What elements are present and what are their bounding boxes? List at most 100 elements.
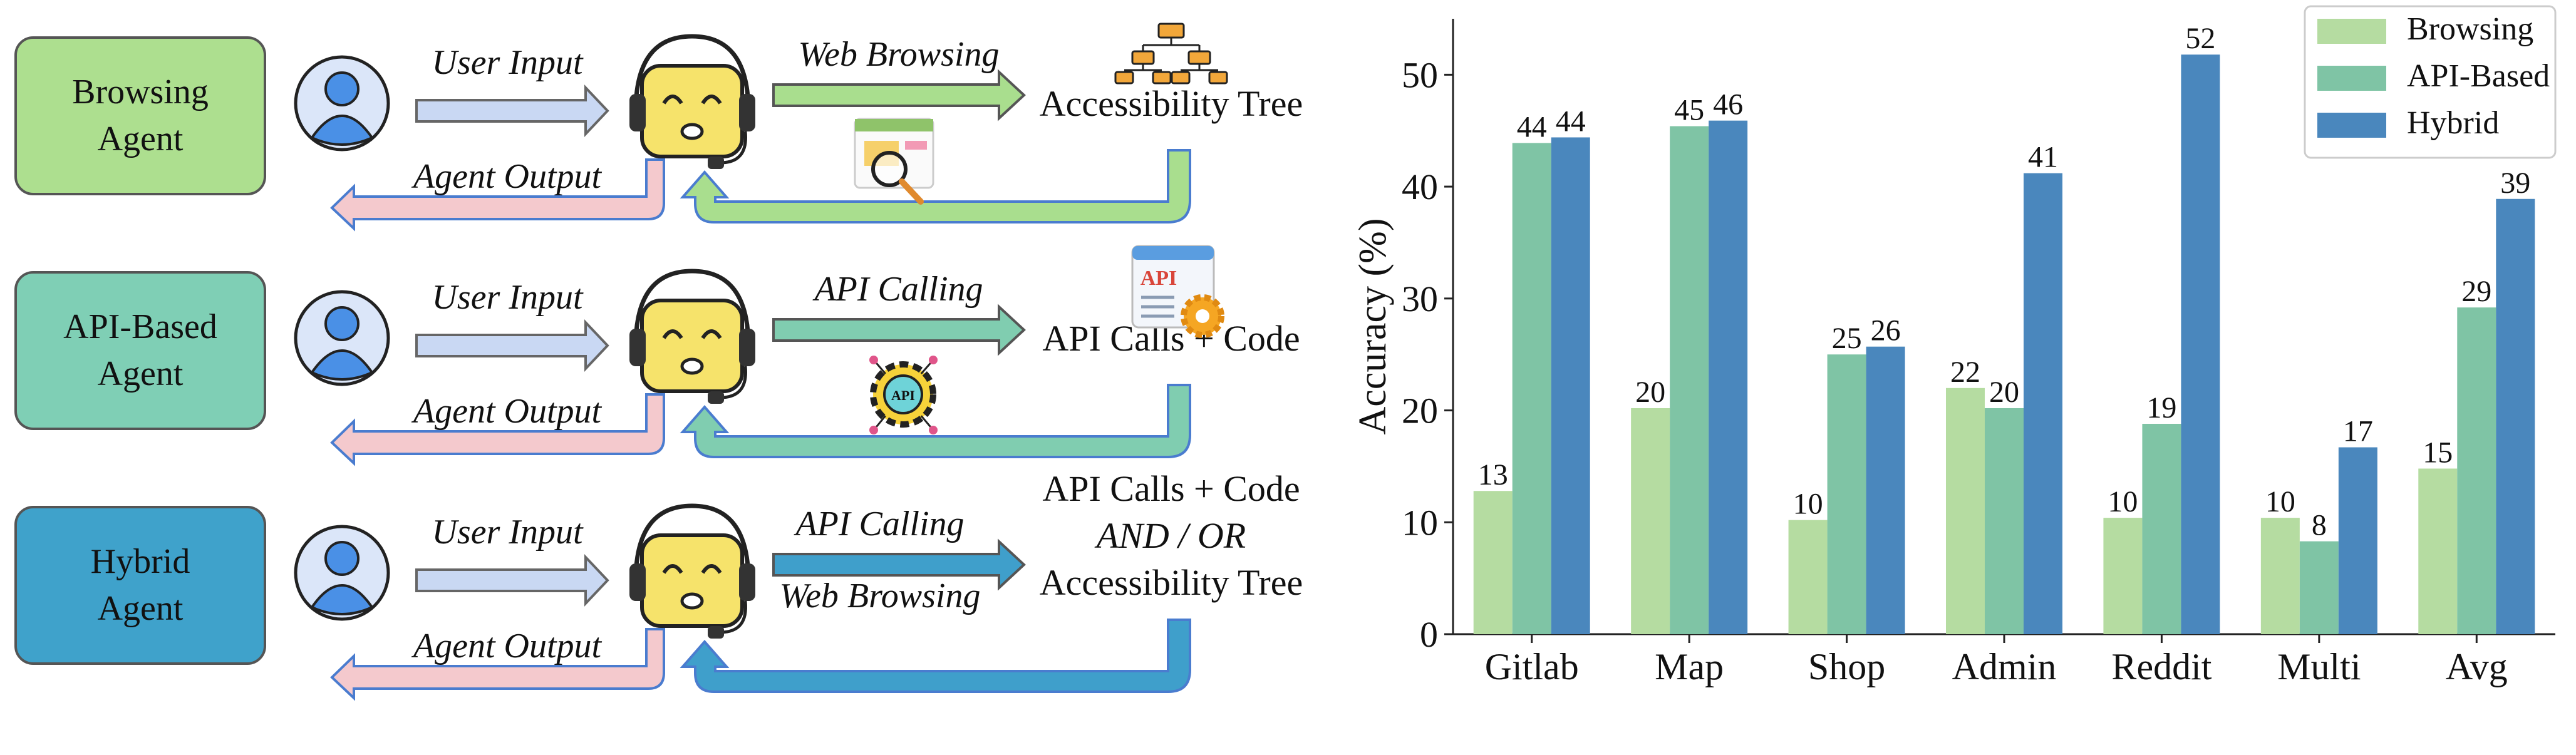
bar-value-label: 44 <box>1517 110 1547 143</box>
bar-value-label: 41 <box>2028 141 2058 174</box>
bar-browsing-avg <box>2418 468 2458 634</box>
tool-result-label: API Calls + Code <box>1042 468 1300 509</box>
user-icon-body <box>310 349 374 381</box>
robot-headset-icon <box>629 269 755 404</box>
y-tick-label: 0 <box>1420 614 1438 655</box>
legend-label: Browsing <box>2407 11 2533 47</box>
api-doc-header <box>1132 246 1214 260</box>
user-input-arrow <box>415 553 609 607</box>
user-input-label: User Input <box>432 43 584 82</box>
bar-value-label: 20 <box>1989 376 2019 409</box>
tool-call-label: Web Browsing <box>799 35 1000 74</box>
user-icon-body <box>310 584 374 615</box>
robot-headset-icon <box>629 503 755 639</box>
bar-value-label: 45 <box>1674 94 1704 127</box>
agent-type-label: Agent <box>98 354 184 393</box>
robot-head <box>640 64 744 158</box>
legend-swatch <box>2317 66 2386 91</box>
robot-eye-left <box>662 329 683 339</box>
bar-value-label: 10 <box>2108 485 2138 518</box>
robot-earphone-left <box>629 329 646 366</box>
bar-value-label: 20 <box>1635 376 1665 409</box>
api-gear-mark: API <box>891 388 915 403</box>
web-page-block <box>905 141 927 150</box>
gear-hole <box>1196 309 1209 323</box>
robot-head <box>640 533 744 628</box>
agent-output-label: Agent Output <box>411 627 603 665</box>
robot-earphone-right <box>739 563 755 601</box>
bar-api-based-multi <box>2299 541 2339 634</box>
bar-hybrid-map <box>1709 120 1748 634</box>
bar-value-label: 10 <box>1793 488 1823 521</box>
tree-node <box>1171 71 1191 85</box>
bar-browsing-gitlab <box>1473 491 1513 634</box>
robot-mic <box>708 391 724 404</box>
tool-call-label: Web Browsing <box>780 577 981 615</box>
user-input-label: User Input <box>432 513 584 552</box>
bar-api-based-shop <box>1827 354 1866 634</box>
robot-earphone-left <box>629 94 646 131</box>
robot-mic-wire <box>720 600 747 634</box>
agent-type-label: Browsing <box>72 73 209 111</box>
tool-call-label: API Calling <box>812 270 983 309</box>
bar-value-label: 26 <box>1871 314 1901 347</box>
bar-api-based-reddit <box>2142 423 2181 634</box>
bar-value-label: 29 <box>2461 275 2491 308</box>
robot-eye-right <box>701 329 722 339</box>
bar-value-label: 52 <box>2185 22 2215 55</box>
tool-result-label: Accessibility Tree <box>1040 562 1303 603</box>
bar-browsing-admin <box>1946 388 1985 634</box>
api-gear-icon: API <box>869 356 938 434</box>
bar-api-based-gitlab <box>1512 143 1551 634</box>
agent-type-box <box>14 506 266 665</box>
x-tick-label: Multi <box>2277 646 2361 687</box>
bar-value-label: 39 <box>2500 167 2530 200</box>
user-avatar-icon <box>294 55 390 152</box>
bar-value-label: 22 <box>1950 356 1980 389</box>
tree-branch <box>1124 64 1218 71</box>
bar-api-based-map <box>1670 126 1709 634</box>
robot-mouth <box>680 592 704 610</box>
legend-label: API-Based <box>2407 58 2550 94</box>
circuit-node <box>869 356 878 364</box>
robot-headband <box>633 503 751 582</box>
tree-branch <box>1142 38 1201 51</box>
bar-hybrid-reddit <box>2181 54 2220 634</box>
agent-output-arrow <box>330 628 665 701</box>
robot-mic-wire <box>720 366 747 399</box>
y-tick-label: 20 <box>1402 391 1438 431</box>
robot-earphone-right <box>739 94 755 131</box>
agent-type-label: Agent <box>98 589 184 628</box>
magnifier-handle <box>899 178 924 205</box>
robot-head <box>640 299 744 393</box>
bar-hybrid-multi <box>2338 447 2377 634</box>
agent-type-box <box>14 36 266 195</box>
api-doc-mark: API <box>1141 267 1177 290</box>
x-tick-label: Gitlab <box>1485 646 1579 687</box>
agent-output-arrow <box>330 158 665 232</box>
user-avatar-icon <box>294 290 390 386</box>
legend-label: Hybrid <box>2407 105 2499 141</box>
tool-call-arrow <box>772 304 1026 356</box>
robot-headband <box>633 269 751 347</box>
x-tick-label: Map <box>1655 646 1724 687</box>
robot-earphone-left <box>629 563 646 601</box>
bar-value-label: 25 <box>1832 322 1862 355</box>
user-icon-head <box>324 71 360 106</box>
tree-node <box>1157 23 1185 39</box>
robot-mic-wire <box>720 131 747 165</box>
bar-api-based-avg <box>2457 307 2496 635</box>
api-document-gear-icon: API <box>1131 245 1224 338</box>
tool-result-label: Accessibility Tree <box>1040 83 1303 124</box>
bar-hybrid-admin <box>2024 173 2062 634</box>
robot-mouth <box>680 357 704 375</box>
bar-hybrid-shop <box>1866 346 1905 634</box>
user-icon-head <box>324 541 360 576</box>
bar-value-label: 13 <box>1478 458 1508 491</box>
bar-api-based-admin <box>1985 408 2024 634</box>
circuit-node <box>869 426 878 434</box>
bar-value-label: 46 <box>1713 88 1743 121</box>
